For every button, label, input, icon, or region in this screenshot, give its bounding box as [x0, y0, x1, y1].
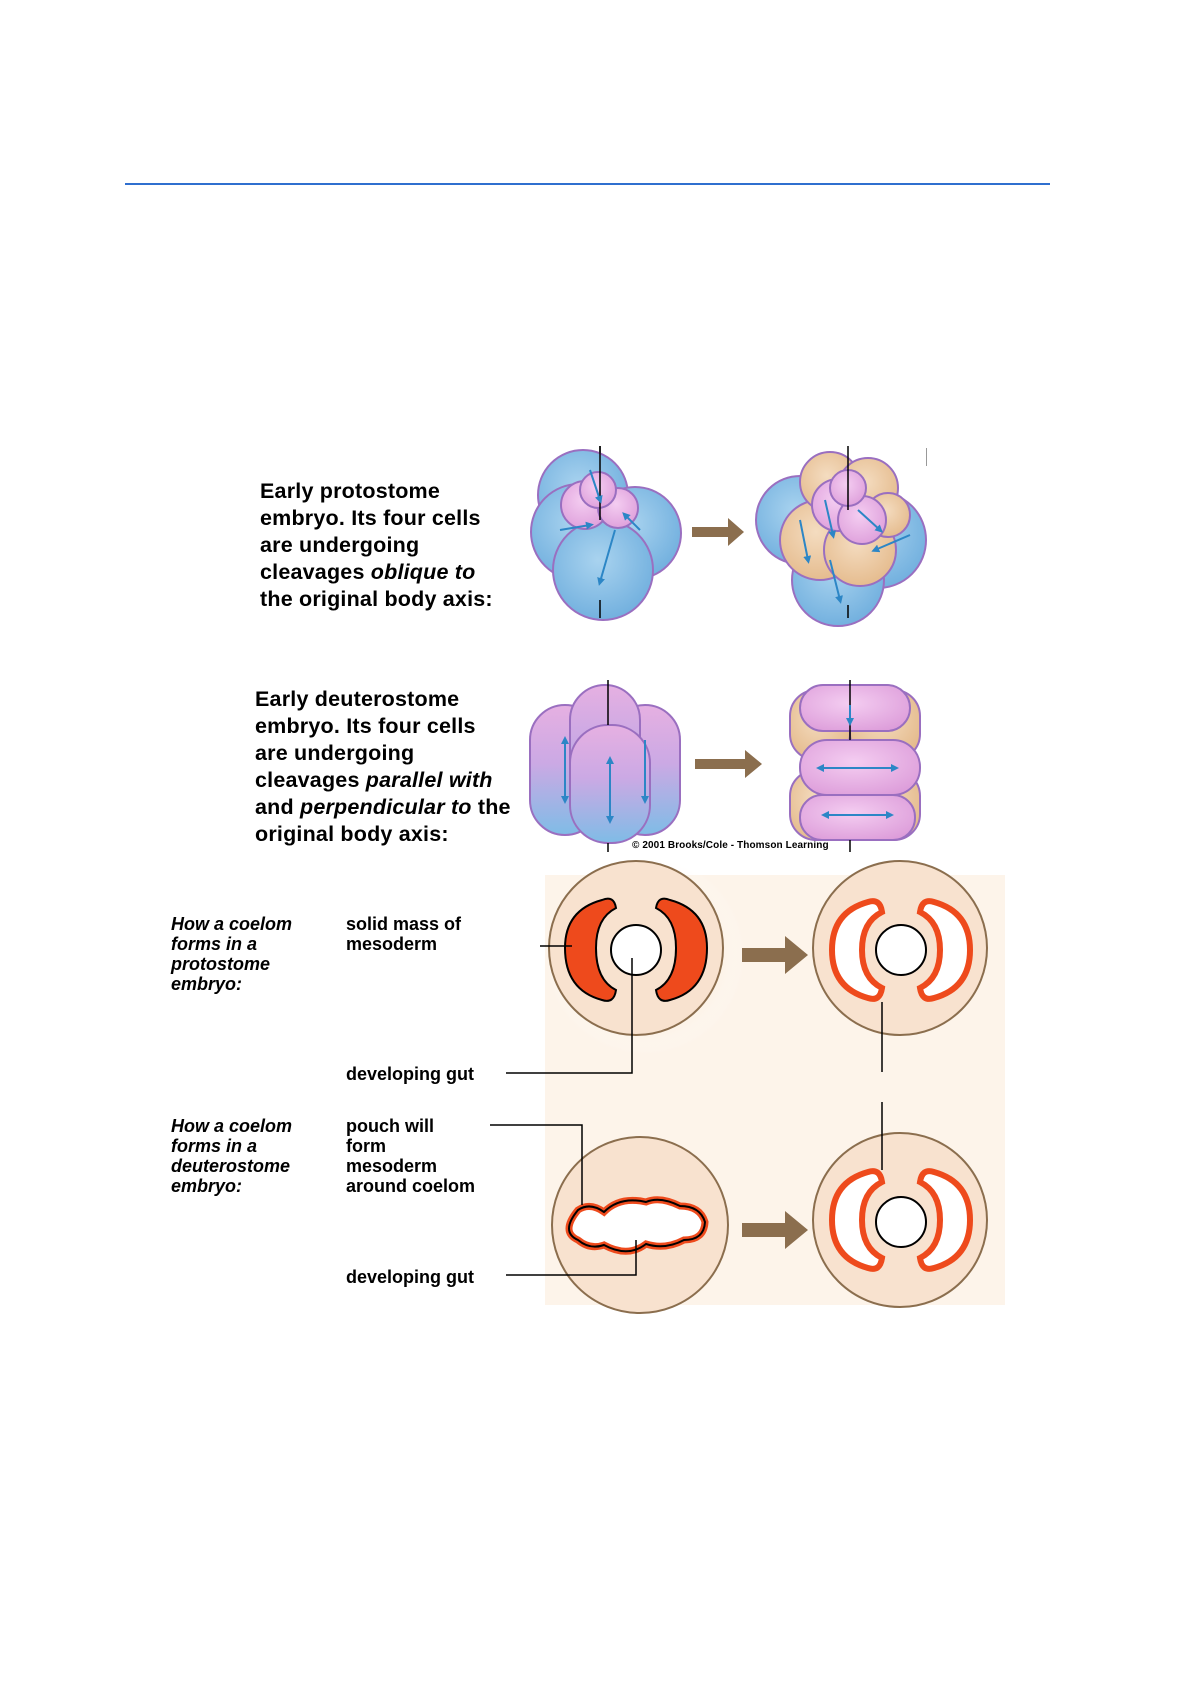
right-arrow-icon	[742, 936, 808, 974]
protostome-coelom-heading: How a coelom forms in a protostome embry…	[171, 914, 292, 994]
protostome-solid-mesoderm-embryo	[548, 860, 724, 1036]
label-line: form	[346, 1136, 386, 1156]
label-line: mesoderm	[346, 934, 438, 954]
caption-line: and perpendicular to the	[255, 794, 511, 821]
caption-text: the	[471, 795, 511, 819]
heading-line: embryo:	[171, 1176, 243, 1196]
deuterostome-coelom-heading: How a coelom forms in a deuterostome emb…	[171, 1116, 292, 1196]
mesoderm-pouch-label: pouch will form mesoderm around coelom	[346, 1116, 475, 1196]
label-line: around coelom	[346, 1176, 476, 1196]
caption-emphasis: parallel with	[365, 768, 493, 792]
caption-line: Early protostome	[260, 479, 441, 503]
right-arrow-icon	[692, 518, 744, 546]
solid-mesoderm-label: solid mass of mesoderm	[346, 914, 461, 954]
caption-line: embryo. Its four cells	[260, 506, 481, 530]
deuterostome-eight-cell-embryo	[789, 680, 921, 852]
heading-line: forms in a	[171, 934, 258, 954]
caption-line: cleavages oblique to	[260, 559, 493, 586]
caption-line: are undergoing	[260, 533, 420, 557]
protostome-four-cell-embryo	[530, 446, 682, 621]
caption-line: embryo. Its four cells	[255, 714, 476, 738]
caption-emphasis: perpendicular to	[300, 795, 472, 819]
caption-line: original body axis:	[255, 822, 449, 846]
right-arrow-icon	[695, 750, 762, 778]
caption-text: cleavages	[255, 768, 366, 792]
heading-line: forms in a	[171, 1136, 258, 1156]
caption-line: the original body axis:	[260, 587, 493, 611]
protostome-cleavage-caption: Early protostome embryo. Its four cells …	[260, 478, 493, 613]
heading-line: How a coelom	[171, 1116, 293, 1136]
heading-line: How a coelom	[171, 914, 293, 934]
caption-line: Early deuterostome	[255, 687, 460, 711]
label-line: pouch will	[346, 1116, 434, 1136]
caption-text: and	[255, 795, 300, 819]
heading-line: deuterostome	[171, 1156, 291, 1176]
heading-line: protostome	[171, 954, 270, 974]
deuterostome-gut-label: developing gut	[346, 1267, 474, 1287]
deuterostome-cleavage-caption: Early deuterostome embryo. Its four cell…	[255, 686, 511, 848]
protostome-gut-label: developing gut	[346, 1064, 474, 1084]
label-line: mesoderm	[346, 1156, 438, 1176]
caption-line: cleavages parallel with	[255, 767, 511, 794]
label-line: solid mass of	[346, 914, 462, 934]
copyright-notice: © 2001 Brooks/Cole - Thomson Learning	[632, 840, 829, 851]
deuterostome-coelom-embryo	[812, 1132, 988, 1308]
caption-text: cleavages	[260, 560, 371, 584]
protostome-coelom-embryo	[812, 860, 988, 1036]
deuterostome-four-cell-embryo	[529, 680, 681, 852]
header-rule	[125, 183, 1050, 185]
leader-lines	[490, 945, 883, 1276]
deuterostome-pouch-embryo	[551, 1136, 729, 1314]
heading-line: embryo:	[171, 974, 243, 994]
protostome-eight-cell-embryo	[755, 446, 927, 627]
caption-emphasis: oblique to	[370, 560, 476, 584]
right-arrow-icon	[742, 1211, 808, 1249]
caption-line: are undergoing	[255, 741, 415, 765]
